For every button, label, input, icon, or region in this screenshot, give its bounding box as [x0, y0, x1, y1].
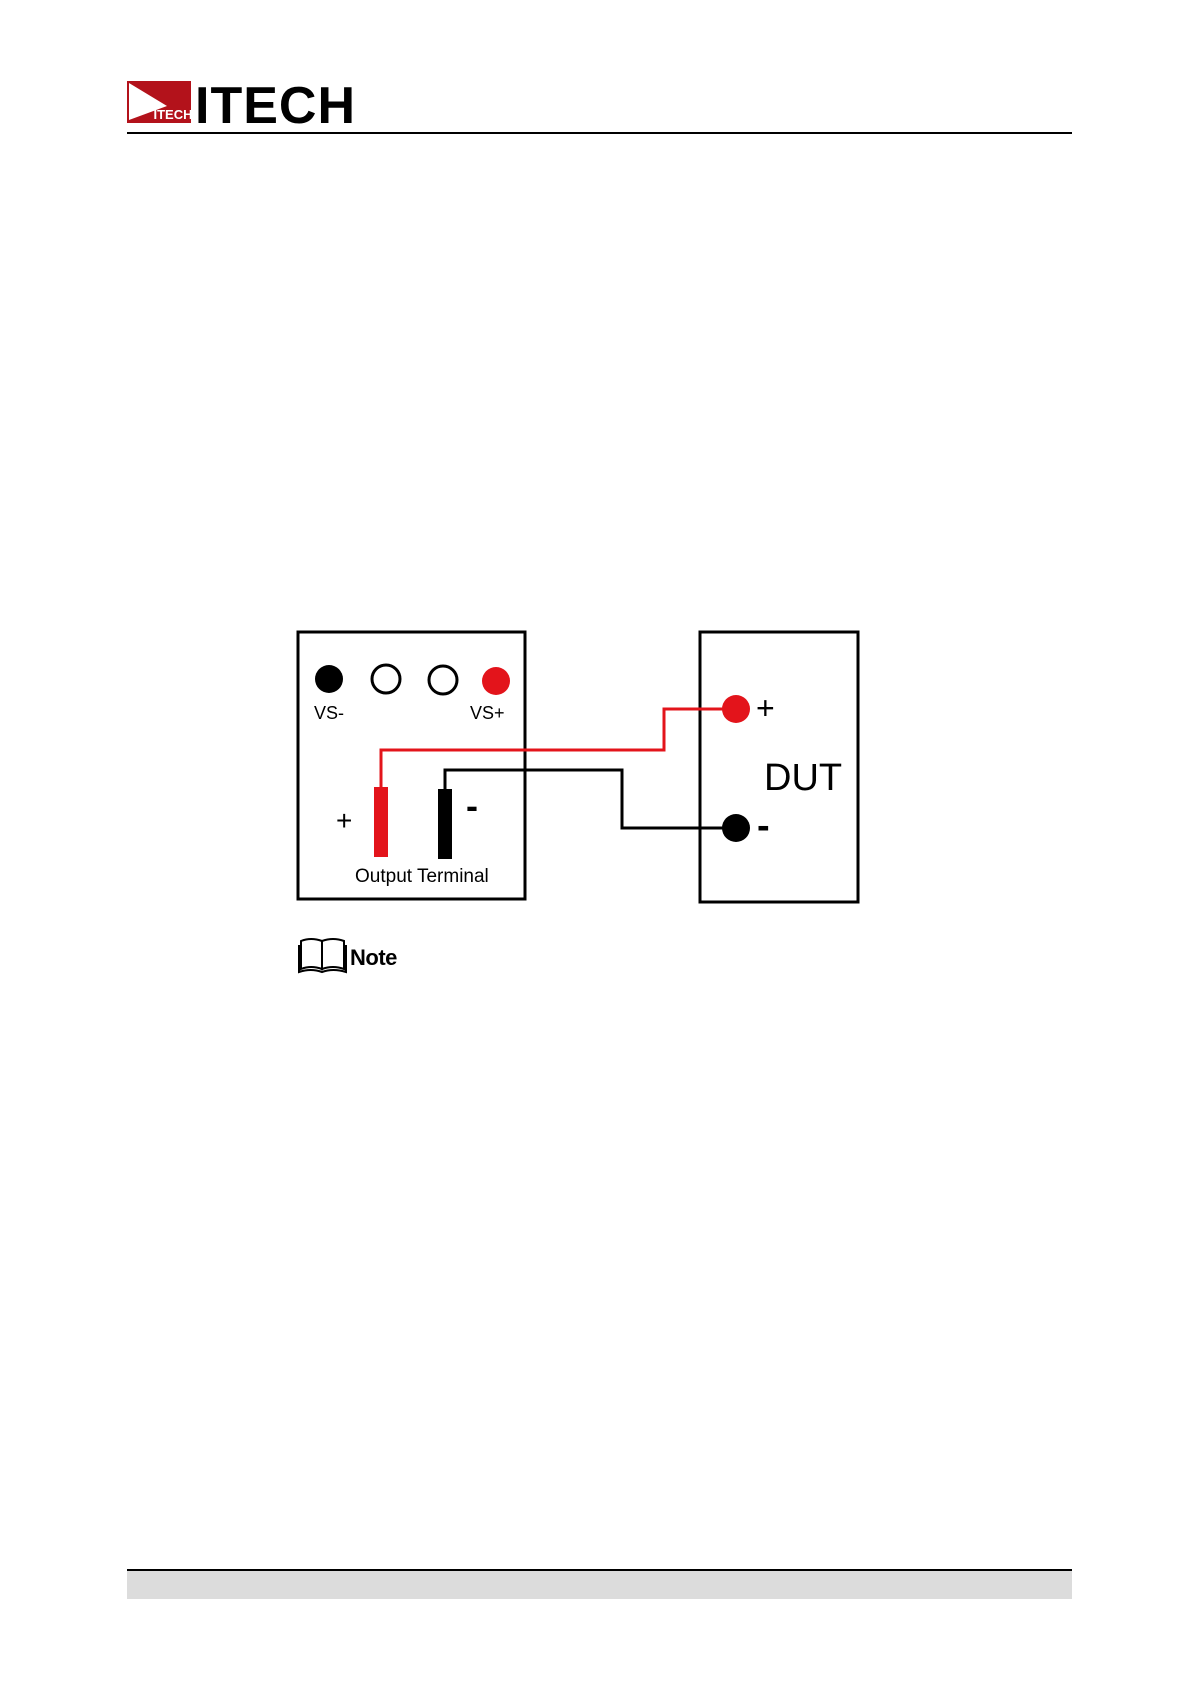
logo-badge-text: ITECH	[154, 107, 193, 122]
vs-minus-label: VS-	[314, 703, 344, 723]
logo-wordmark: ITECH	[195, 78, 356, 128]
dut-plus-terminal	[722, 695, 750, 723]
dut-plus-sign: +	[756, 690, 775, 726]
output-minus-terminal	[438, 789, 452, 859]
dut-title: DUT	[764, 757, 842, 799]
output-plus-sign: +	[336, 805, 352, 836]
open-book-icon	[298, 935, 348, 975]
negative-wire	[445, 770, 736, 828]
note-callout: Note	[298, 935, 438, 975]
wiring-diagram: VS- VS+ + - Output Terminal DUT + -	[290, 625, 870, 915]
output-minus-sign: -	[466, 785, 478, 826]
page-header: ITECH ITECH	[127, 78, 1072, 134]
positive-wire	[381, 709, 736, 787]
note-label: Note	[350, 945, 397, 971]
footer-bar	[127, 1571, 1072, 1599]
output-plus-terminal	[374, 787, 388, 857]
dut-minus-terminal	[722, 814, 750, 842]
vs-plus-label: VS+	[470, 703, 505, 723]
output-terminal-label: Output Terminal	[355, 866, 489, 887]
header-rule	[127, 132, 1072, 134]
vs-plus-terminal	[482, 667, 510, 695]
sense-terminal-open	[372, 665, 400, 693]
sense-terminal-open	[429, 666, 457, 694]
itech-logo: ITECH ITECH	[127, 78, 367, 128]
dut-minus-sign: -	[757, 805, 770, 847]
vs-minus-terminal	[315, 665, 343, 693]
